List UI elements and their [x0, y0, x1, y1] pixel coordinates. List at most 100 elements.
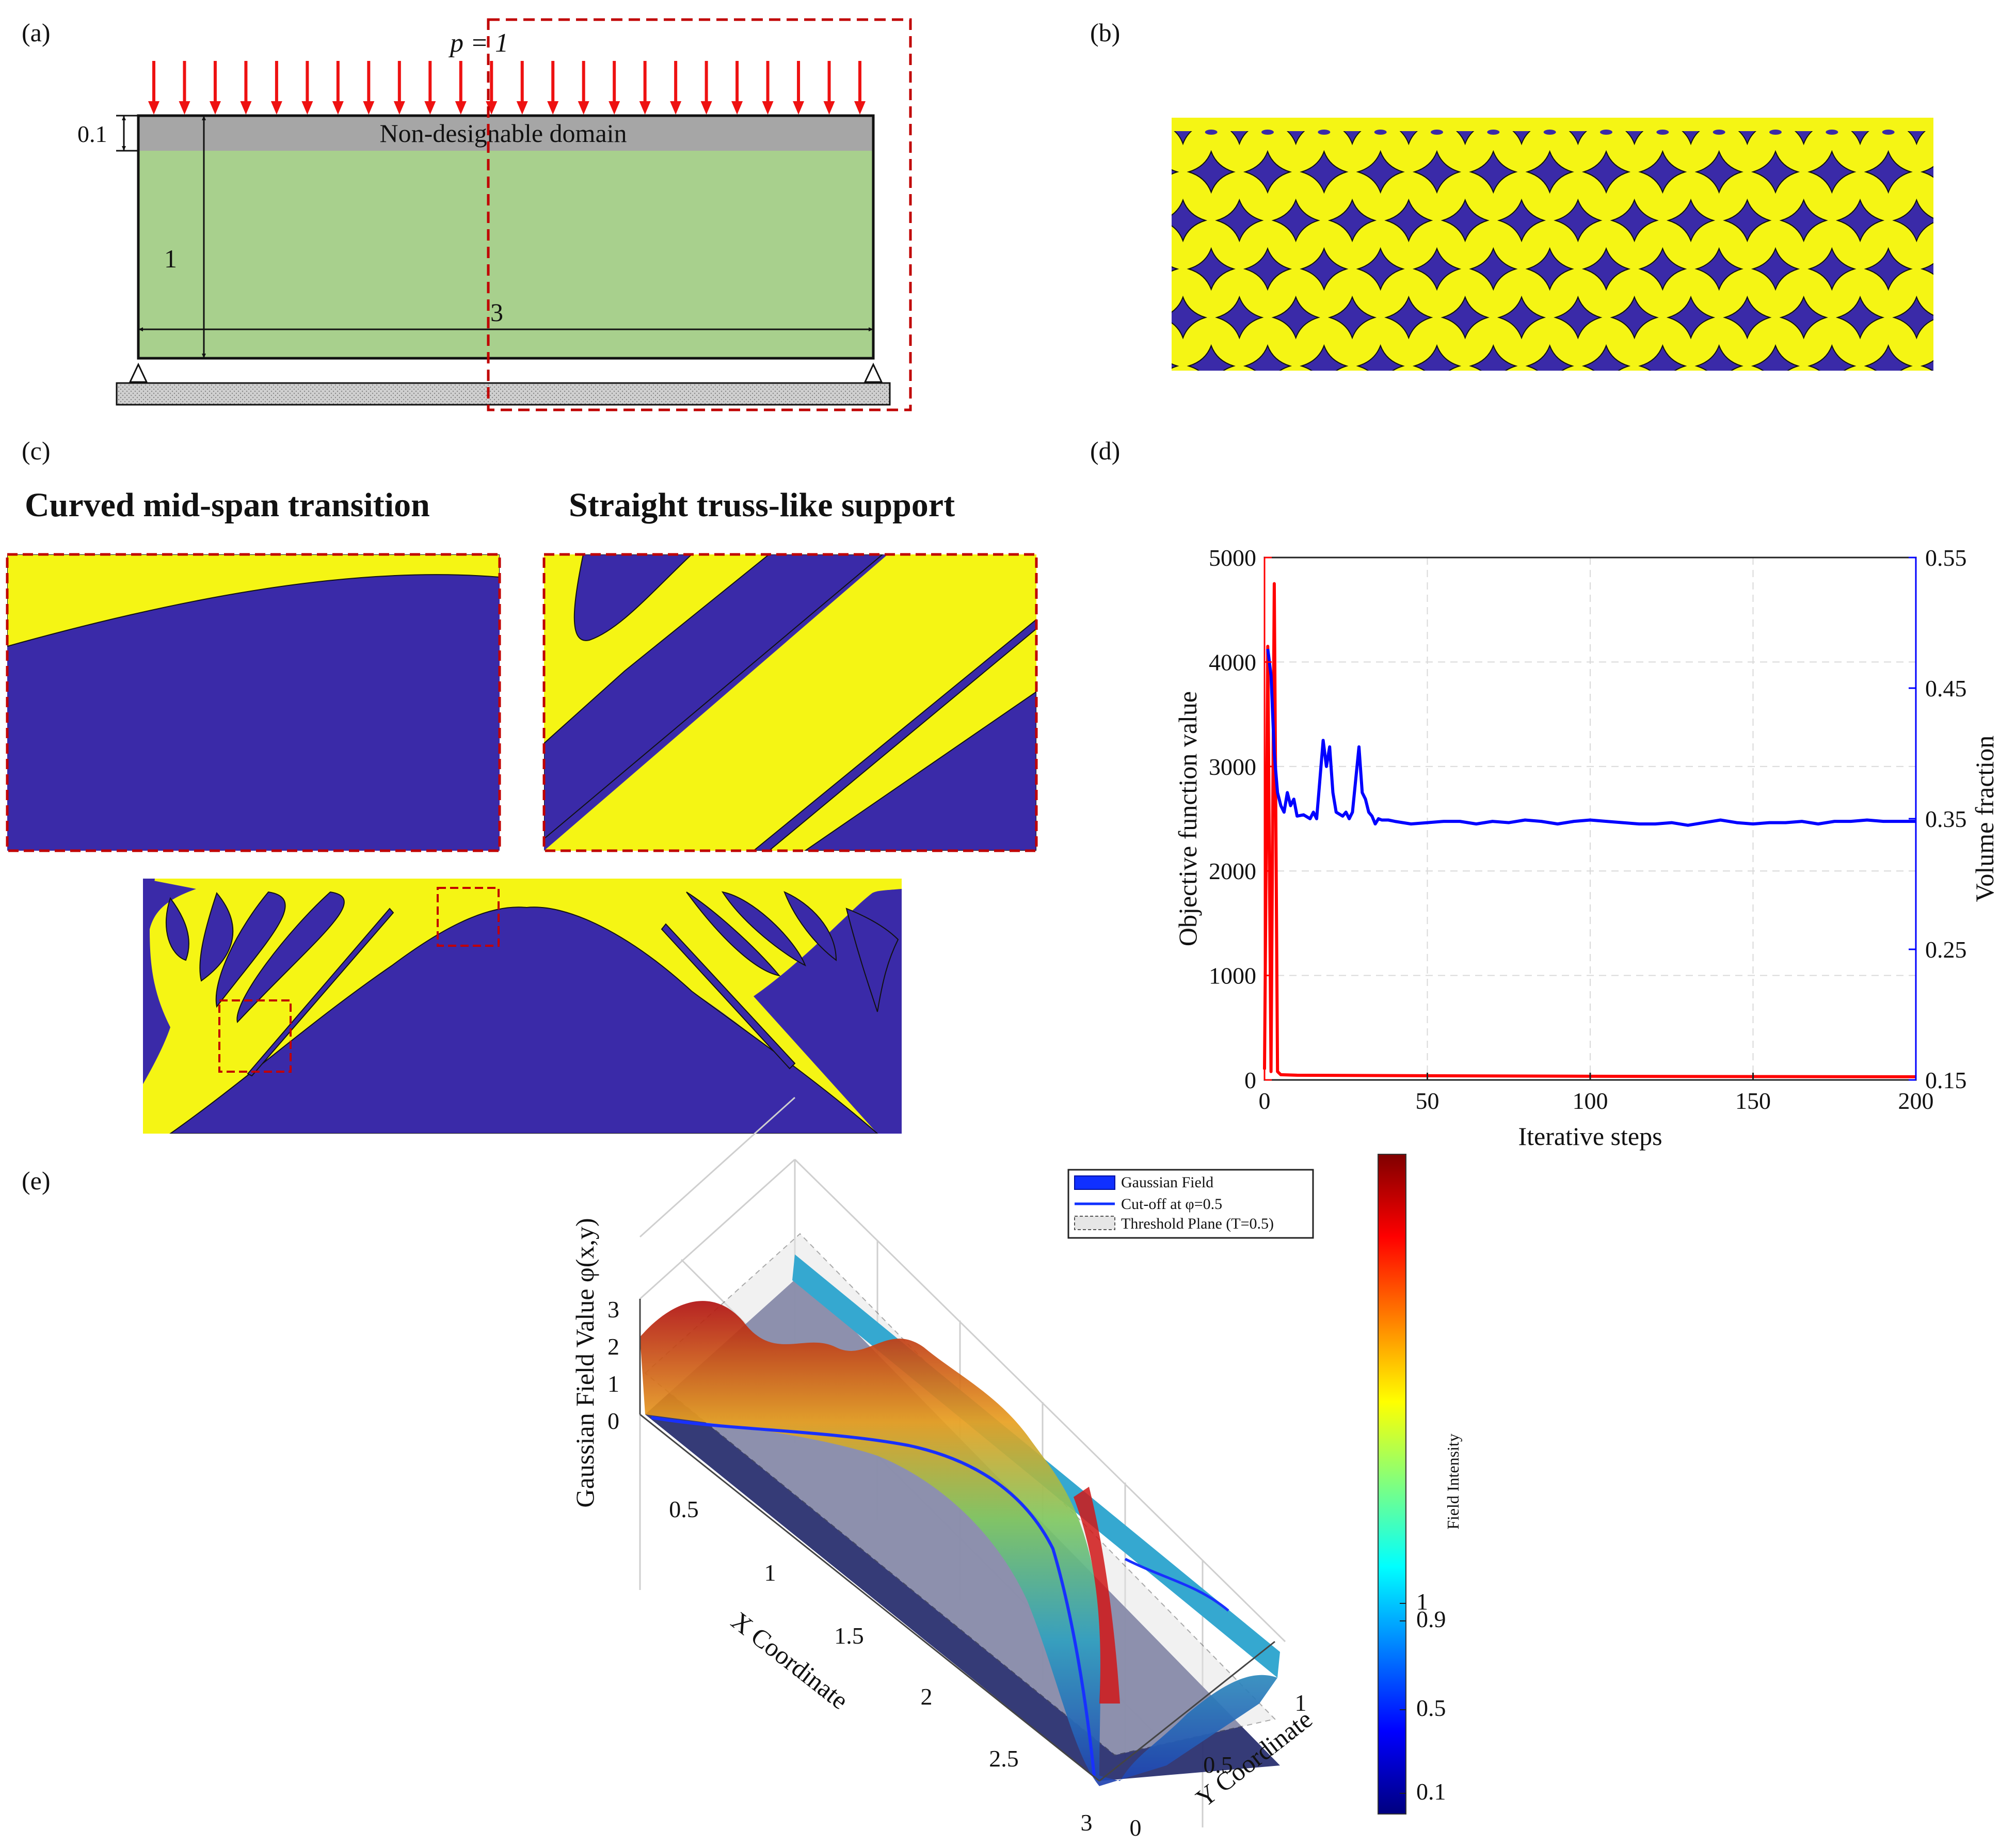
panel-d-label: (d) — [1090, 436, 1120, 465]
zoom-marker-midspan — [437, 887, 500, 947]
lattice-void-cell — [1610, 198, 1659, 243]
lattice-void-cell — [1837, 394, 1882, 435]
lattice-top-hole — [1600, 130, 1612, 135]
colorbar-ticks: 10.90.50.1 — [1400, 1588, 1446, 1805]
legend-threshold: Threshold Plane (T=0.5) — [1121, 1215, 1274, 1232]
lattice-void-cell — [1300, 344, 1349, 371]
lattice-void-cell — [1525, 247, 1574, 291]
series-volume-line — [1266, 648, 1916, 827]
lattice-void-cell — [1356, 247, 1405, 291]
ground — [116, 382, 891, 406]
load-arrow-head — [363, 101, 375, 115]
lattice-void-cell — [1497, 198, 1546, 243]
lattice-voids — [1104, 103, 2016, 435]
chart-series — [1263, 582, 1916, 1078]
lattice-void-cell — [1499, 394, 1544, 435]
y-right-tick-label: 0.55 — [1925, 545, 1967, 571]
lattice-void-cell — [1172, 169, 1179, 175]
lattice-void-cell — [1172, 266, 1179, 272]
load-arrow-head — [209, 101, 221, 115]
lattice-void-cell — [2007, 103, 2016, 144]
lattice-void-cell — [2007, 394, 2016, 435]
y-tick-label: 0.5 — [1203, 1752, 1233, 1778]
lattice-void-cell — [1187, 150, 1236, 194]
lattice-void-cell — [1554, 198, 1603, 243]
load-arrow-head — [639, 101, 651, 115]
y-right-tick-label: 0.15 — [1925, 1067, 1967, 1093]
panel-a-label: (a) — [22, 18, 51, 47]
lattice-void-cell — [1638, 247, 1687, 291]
load-arrow-head — [731, 101, 743, 115]
load-arrow-head — [486, 101, 498, 115]
load-arrow-head — [670, 101, 682, 115]
y-right-tick-label: 0.35 — [1925, 806, 1967, 832]
lattice-void-cell — [1979, 249, 2016, 290]
load-arrows — [148, 61, 866, 115]
lattice-void-cell — [1327, 295, 1377, 340]
load-arrow-head — [270, 101, 282, 115]
lattice-void-cell — [1243, 150, 1292, 194]
lattice-void-cell — [1894, 394, 1939, 435]
x-tick-label: 50 — [1416, 1088, 1439, 1114]
lattice-void-cell — [1104, 200, 1149, 241]
zoom-truss-frame — [542, 553, 1038, 852]
lattice-void-cell — [1160, 394, 1205, 435]
lattice-void-cell — [1979, 346, 2016, 387]
zoom-left-title: Curved mid-span transition — [25, 486, 430, 524]
lattice-void-cell — [1920, 360, 1933, 371]
lattice-void-cell — [1950, 103, 1995, 144]
lattice-void-cell — [1668, 394, 1713, 435]
load-arrow-head — [424, 101, 436, 115]
lattice-void-cell — [1384, 295, 1433, 340]
lattice-void-cell — [1694, 344, 1743, 371]
lattice-void-cell — [1525, 344, 1574, 371]
lattice-void-cell — [1356, 150, 1405, 194]
lattice-void-cell — [1920, 263, 1933, 275]
lattice-void-cell — [1723, 295, 1772, 340]
lattice-void-cell — [1751, 344, 1800, 371]
dim-width-label: 3 — [490, 298, 503, 327]
z-tick-label: 3 — [607, 1296, 619, 1323]
lattice-void-cell — [1920, 166, 1933, 178]
cutoff-contour-2 — [1124, 1557, 1229, 1612]
y-left-tick-label: 3000 — [1209, 754, 1256, 780]
load-arrow-head — [301, 101, 313, 115]
colorbar-tick-label: 0.9 — [1416, 1606, 1446, 1632]
load-arrow-head — [762, 101, 774, 115]
chart-xlabel: Iterative steps — [1518, 1122, 1662, 1151]
lattice-void-cell — [1187, 247, 1236, 291]
lattice-void-cell — [1469, 150, 1518, 194]
lattice-solid — [1172, 118, 1933, 371]
lattice-void-cell — [1356, 344, 1405, 371]
load-arrow-head — [793, 101, 805, 115]
lattice-void-cell — [1469, 247, 1518, 291]
lattice-top-hole — [1431, 130, 1443, 135]
lattice-void-cell — [1581, 344, 1631, 371]
lattice-void-cell — [1638, 344, 1687, 371]
x-tick-label: 1 — [764, 1559, 776, 1586]
lattice-top-hole — [1939, 130, 1951, 135]
x-tick-label: 0.5 — [669, 1496, 699, 1522]
legend-field: Gaussian Field — [1121, 1174, 1213, 1191]
panel-e-label: (e) — [22, 1166, 51, 1195]
lattice-top-hole — [1826, 130, 1838, 135]
load-arrow-head — [700, 101, 712, 115]
chart-ylabel-left: Objective function value — [1173, 691, 1202, 946]
lattice-void-cell — [1807, 247, 1857, 291]
series-objective-line — [1263, 582, 1916, 1078]
y-left-tick-label: 5000 — [1209, 545, 1256, 571]
lattice-void-cell — [2007, 200, 2016, 241]
panel-c-label: (c) — [22, 436, 51, 465]
lattice-void-cell — [1412, 344, 1462, 371]
front-axes — [639, 1299, 1275, 1782]
lattice-void-cell — [1215, 198, 1264, 243]
lattice-void-cell — [1694, 150, 1743, 194]
cutoff-contour — [651, 1416, 1096, 1776]
zoom-truss — [544, 554, 1036, 851]
lattice-void-cell — [1271, 295, 1320, 340]
lattice-topology — [1104, 103, 2016, 435]
